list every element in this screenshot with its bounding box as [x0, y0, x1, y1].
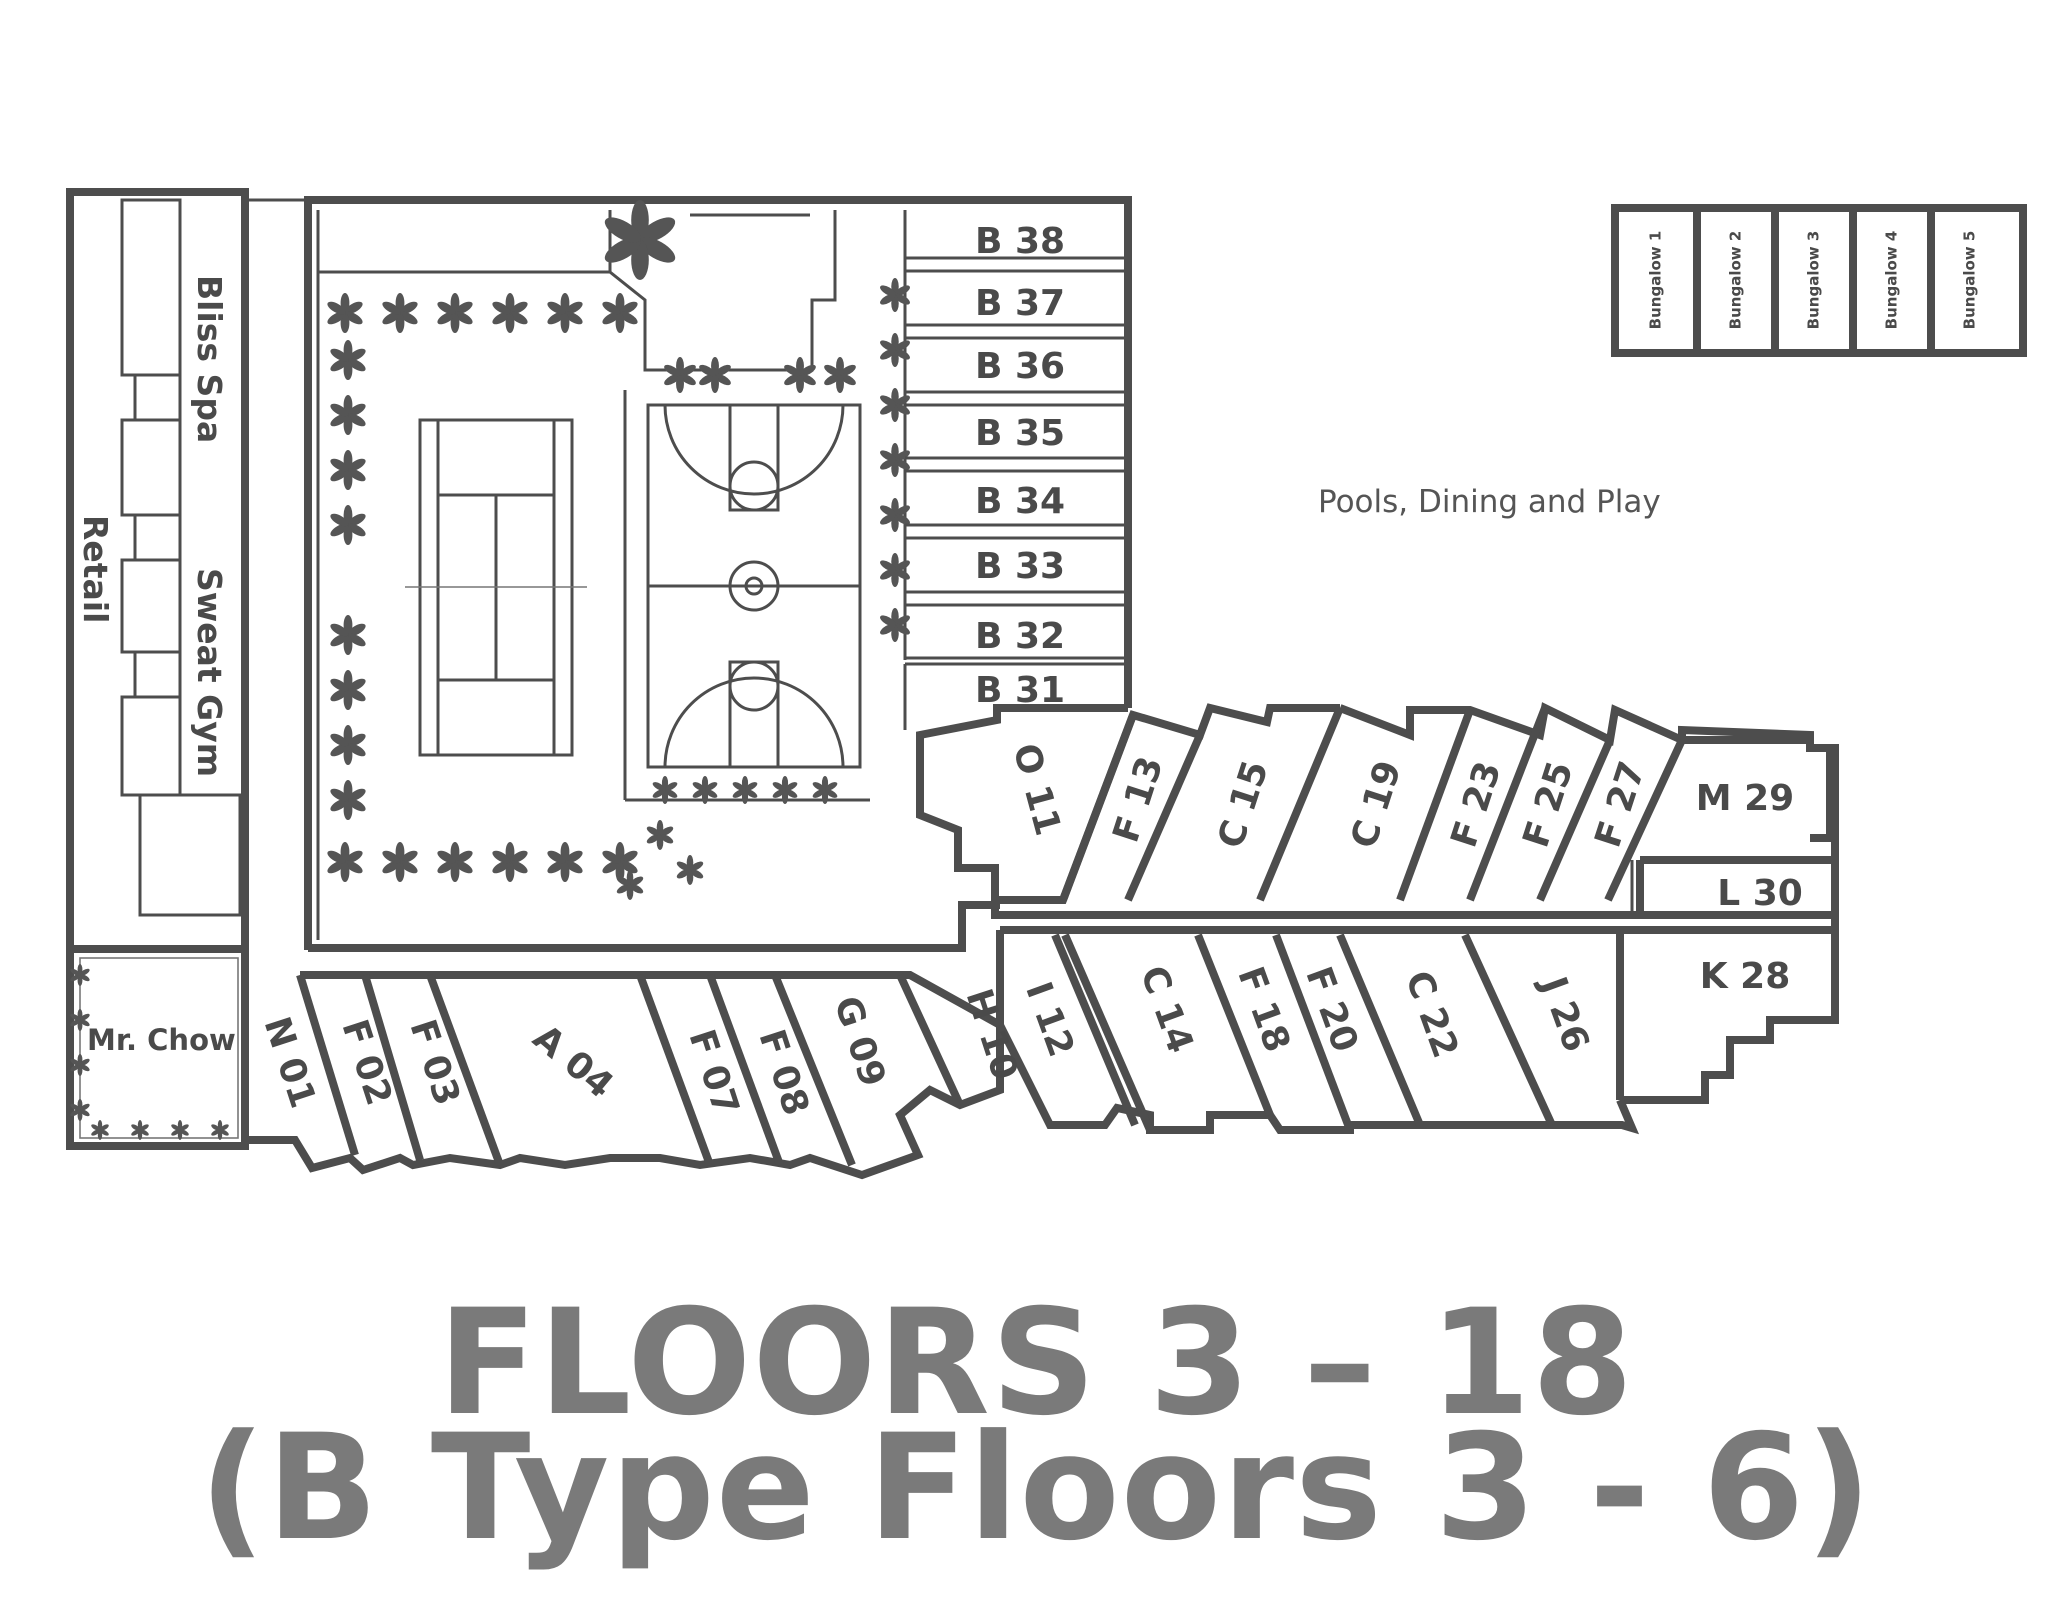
palm-icon [437, 293, 473, 333]
retail-label: Retail [76, 515, 115, 623]
unit-label-b: B 33 [975, 546, 1065, 587]
palm-icon [330, 670, 366, 710]
palm-icon [880, 443, 910, 477]
unit-label-middle: I 12 [1017, 977, 1082, 1062]
palm-icon [70, 1099, 90, 1121]
palm-icon [70, 1054, 90, 1076]
unit-label-lower: F 03 [401, 1015, 467, 1111]
palm-icon [330, 395, 366, 435]
palm-icon [732, 776, 758, 804]
pools-dining-play-label: Pools, Dining and Play [1318, 484, 1661, 520]
bungalow-label: Bungalow 2 [1727, 231, 1745, 330]
palm-icon [327, 842, 363, 882]
unit-label-b: B 36 [975, 346, 1065, 387]
palm-icon [880, 498, 910, 532]
unit-label-lower: G 09 [826, 991, 893, 1091]
palm-icon [880, 278, 910, 312]
palm-icon [880, 608, 910, 642]
palm-icon [784, 357, 816, 393]
palm-icon [880, 333, 910, 367]
sweat-gym-label: Sweat Gym [190, 568, 229, 777]
palm-icon [492, 293, 528, 333]
landscaping [70, 200, 910, 1140]
palm-icon [880, 553, 910, 587]
palm-icon [880, 388, 910, 422]
bungalow-label: Bungalow 5 [1961, 231, 1979, 330]
palm-icon [616, 870, 644, 900]
unit-label-lower: H 10 [958, 984, 1026, 1085]
palm-icon [382, 293, 418, 333]
unit-label-middle: C 14 [1132, 961, 1201, 1059]
palm-icon [330, 505, 366, 545]
unit-label-right: L 30 [1717, 873, 1803, 914]
unit-label-b: B 38 [975, 221, 1065, 262]
unit-label-b: B 34 [975, 481, 1065, 522]
bungalow-block [1611, 204, 2027, 357]
unit-label-middle: C 22 [1397, 966, 1466, 1064]
palm-icon [327, 293, 363, 333]
palm-icon [646, 820, 674, 850]
unit-label-b: B 32 [975, 616, 1065, 657]
unit-label-middle: J 26 [1531, 969, 1597, 1057]
unit-label-upper: O 11 [1005, 739, 1069, 840]
palm-icon [91, 1120, 109, 1140]
palm-icon [382, 842, 418, 882]
palm-icon [547, 293, 583, 333]
unit-label-upper: C 15 [1210, 756, 1277, 853]
unit-label-lower: A 04 [525, 1017, 621, 1107]
palm-icon [330, 340, 366, 380]
bliss-spa-label: Bliss Spa [190, 275, 229, 443]
bungalow-label: Bungalow 1 [1647, 231, 1665, 330]
unit-label-upper: F 25 [1516, 757, 1582, 853]
palm-icon [699, 357, 731, 393]
palm-icon [437, 842, 473, 882]
palm-icon [171, 1120, 189, 1140]
palm-icon [652, 776, 678, 804]
palm-icon [547, 842, 583, 882]
b-type-subtitle: (B Type Floors 3 - 6) [199, 1403, 1873, 1573]
palm-icon [602, 842, 638, 882]
palm-icon [664, 357, 696, 393]
unit-label-upper: F 23 [1444, 757, 1510, 853]
bungalow-label: Bungalow 4 [1883, 231, 1901, 330]
mr-chow-label: Mr. Chow [87, 1023, 236, 1057]
lower-unit-row [241, 955, 1004, 1180]
palm-icon [692, 776, 718, 804]
palm-icon [330, 615, 366, 655]
palm-icon [131, 1120, 149, 1140]
palm-icon [70, 964, 90, 986]
b-unit-column [903, 196, 1132, 730]
palm-icon [492, 842, 528, 882]
palm-icon [812, 776, 838, 804]
palm-icon [330, 780, 366, 820]
palm-icon [772, 776, 798, 804]
palm-icon [330, 450, 366, 490]
middle-unit-row [996, 930, 1640, 1135]
palm-icon [824, 357, 856, 393]
palm-icon [330, 725, 366, 765]
palm-icon [70, 1009, 90, 1031]
palm-icon [211, 1120, 229, 1140]
palm-icon [604, 200, 676, 280]
unit-label-b: B 37 [975, 283, 1065, 324]
floors-title: FLOORS 3 – 18 [437, 1278, 1635, 1448]
unit-label-right: K 28 [1700, 956, 1791, 997]
unit-label-right: M 29 [1696, 778, 1794, 819]
palm-icon [676, 855, 704, 885]
unit-label-b: B 35 [975, 413, 1065, 454]
palm-icon [602, 293, 638, 333]
unit-label-upper: C 19 [1343, 756, 1410, 853]
bungalow-label: Bungalow 3 [1805, 231, 1823, 330]
